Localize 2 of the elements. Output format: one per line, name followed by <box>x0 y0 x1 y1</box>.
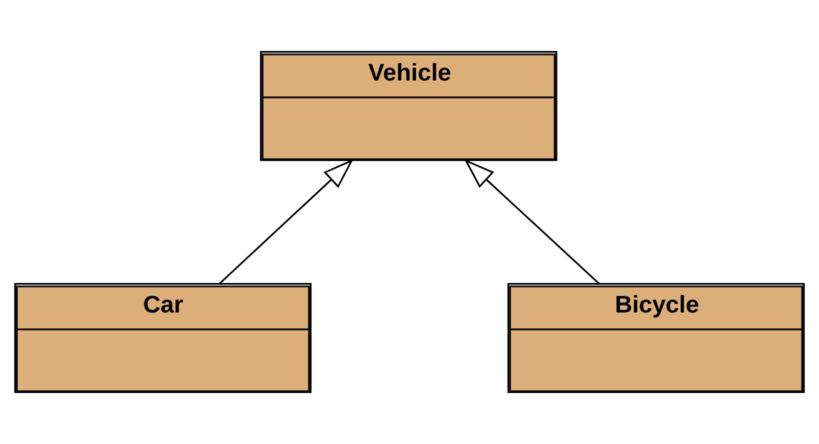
arrow <box>464 158 600 284</box>
arrow <box>218 158 354 284</box>
